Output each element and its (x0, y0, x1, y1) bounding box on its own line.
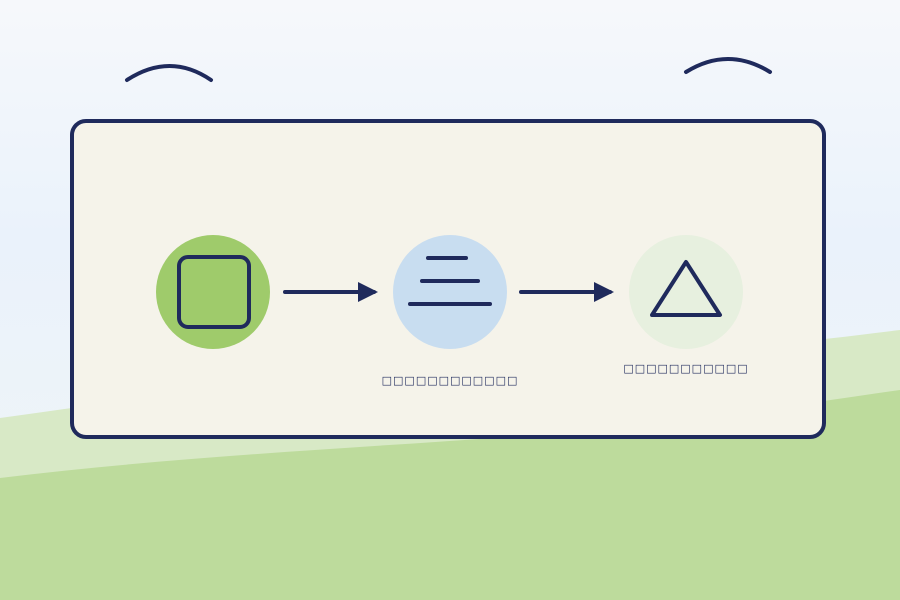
triangle-icon (650, 260, 722, 317)
node-1 (156, 235, 270, 349)
node-2-circle (393, 235, 507, 349)
node-3-label: □□□□□□□□□□□ (623, 362, 749, 375)
left-arc-decoration (125, 64, 213, 82)
node-3 (629, 235, 743, 349)
node-1-circle (156, 235, 270, 349)
lines-icon (408, 256, 492, 306)
node-3-circle (629, 235, 743, 349)
right-arc-decoration (684, 57, 772, 74)
node-2-label: □□□□□□□□□□□□ (381, 374, 519, 387)
square-icon (177, 255, 251, 329)
node-2 (393, 235, 507, 349)
front-hill (0, 390, 900, 600)
